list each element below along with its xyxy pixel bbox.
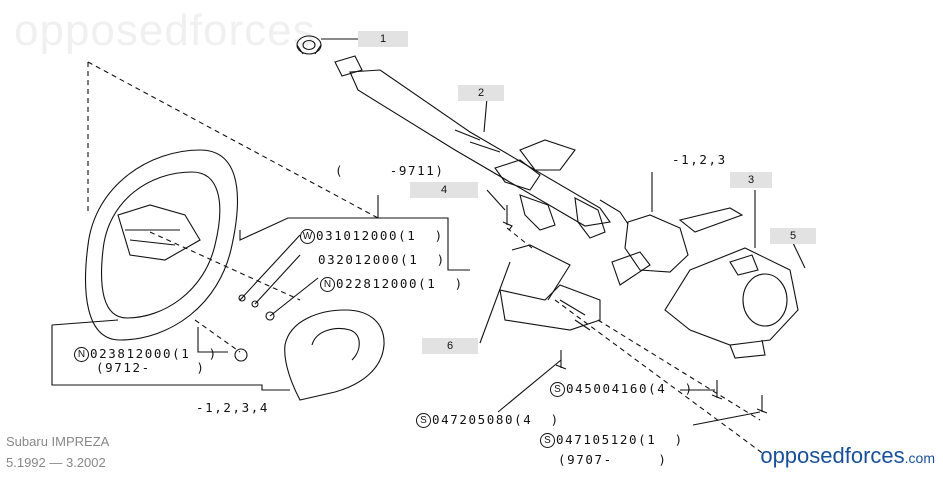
part-number-text: 022812000(1 ) — [336, 276, 464, 291]
prefix-marker: S — [550, 382, 565, 397]
part-number-4-range: (9712- ) — [96, 360, 206, 375]
part-number-text: 031012000(1 ) — [316, 228, 444, 243]
steering-wheel-part — [84, 149, 238, 341]
watermark-text: opposedforces — [14, 6, 316, 55]
part-number-2: 032012000(1 ) — [318, 252, 446, 267]
vehicle-years: 5.1992 — 3.2002 — [6, 455, 106, 470]
callout-2: 2 — [458, 85, 504, 101]
callout-1: 1 — [358, 31, 408, 47]
bolt-4 — [502, 205, 513, 231]
pad-group-note: -1,2,3,4 — [196, 400, 270, 415]
callout-4: 4 — [410, 182, 478, 198]
bracket-part — [499, 244, 601, 331]
callout-3: 3 — [730, 172, 772, 188]
vehicle-model: Subaru IMPREZA — [6, 434, 110, 449]
leader-lines — [51, 38, 806, 426]
column-cover-part — [664, 190, 799, 359]
column-range-note: ( -9711) — [335, 163, 445, 178]
brand-logo: opposedforces.com — [760, 443, 935, 469]
prefix-marker: S — [540, 433, 555, 448]
part-number-text: 045004160(4 ) — [566, 381, 694, 396]
brand-tld: .com — [904, 450, 935, 466]
prefix-marker: N — [74, 347, 89, 362]
prefix-marker: W — [300, 229, 315, 244]
part-number-text: 032012000(1 ) — [318, 252, 446, 267]
part-number-text: 047105120(1 ) — [556, 432, 684, 447]
bushing-part — [296, 35, 322, 55]
brand-name: opposedforces — [760, 443, 905, 468]
callout-5: 5 — [770, 228, 816, 244]
prefix-marker: S — [416, 413, 431, 428]
prefix-marker: N — [320, 277, 335, 292]
switch-group-note: -1,2,3 — [672, 152, 727, 167]
steering-column-part — [334, 55, 629, 239]
part-number-7-range: (9707- ) — [558, 452, 668, 467]
part-number-text: 023812000(1 ) — [90, 346, 218, 361]
dashed-leaders — [87, 61, 766, 456]
callout-6: 6 — [422, 338, 478, 354]
combination-switch-part — [611, 172, 744, 286]
part-number-text: 047205080(4 ) — [432, 412, 560, 427]
horn-pad-part — [284, 309, 385, 401]
small-bolts — [234, 294, 768, 414]
